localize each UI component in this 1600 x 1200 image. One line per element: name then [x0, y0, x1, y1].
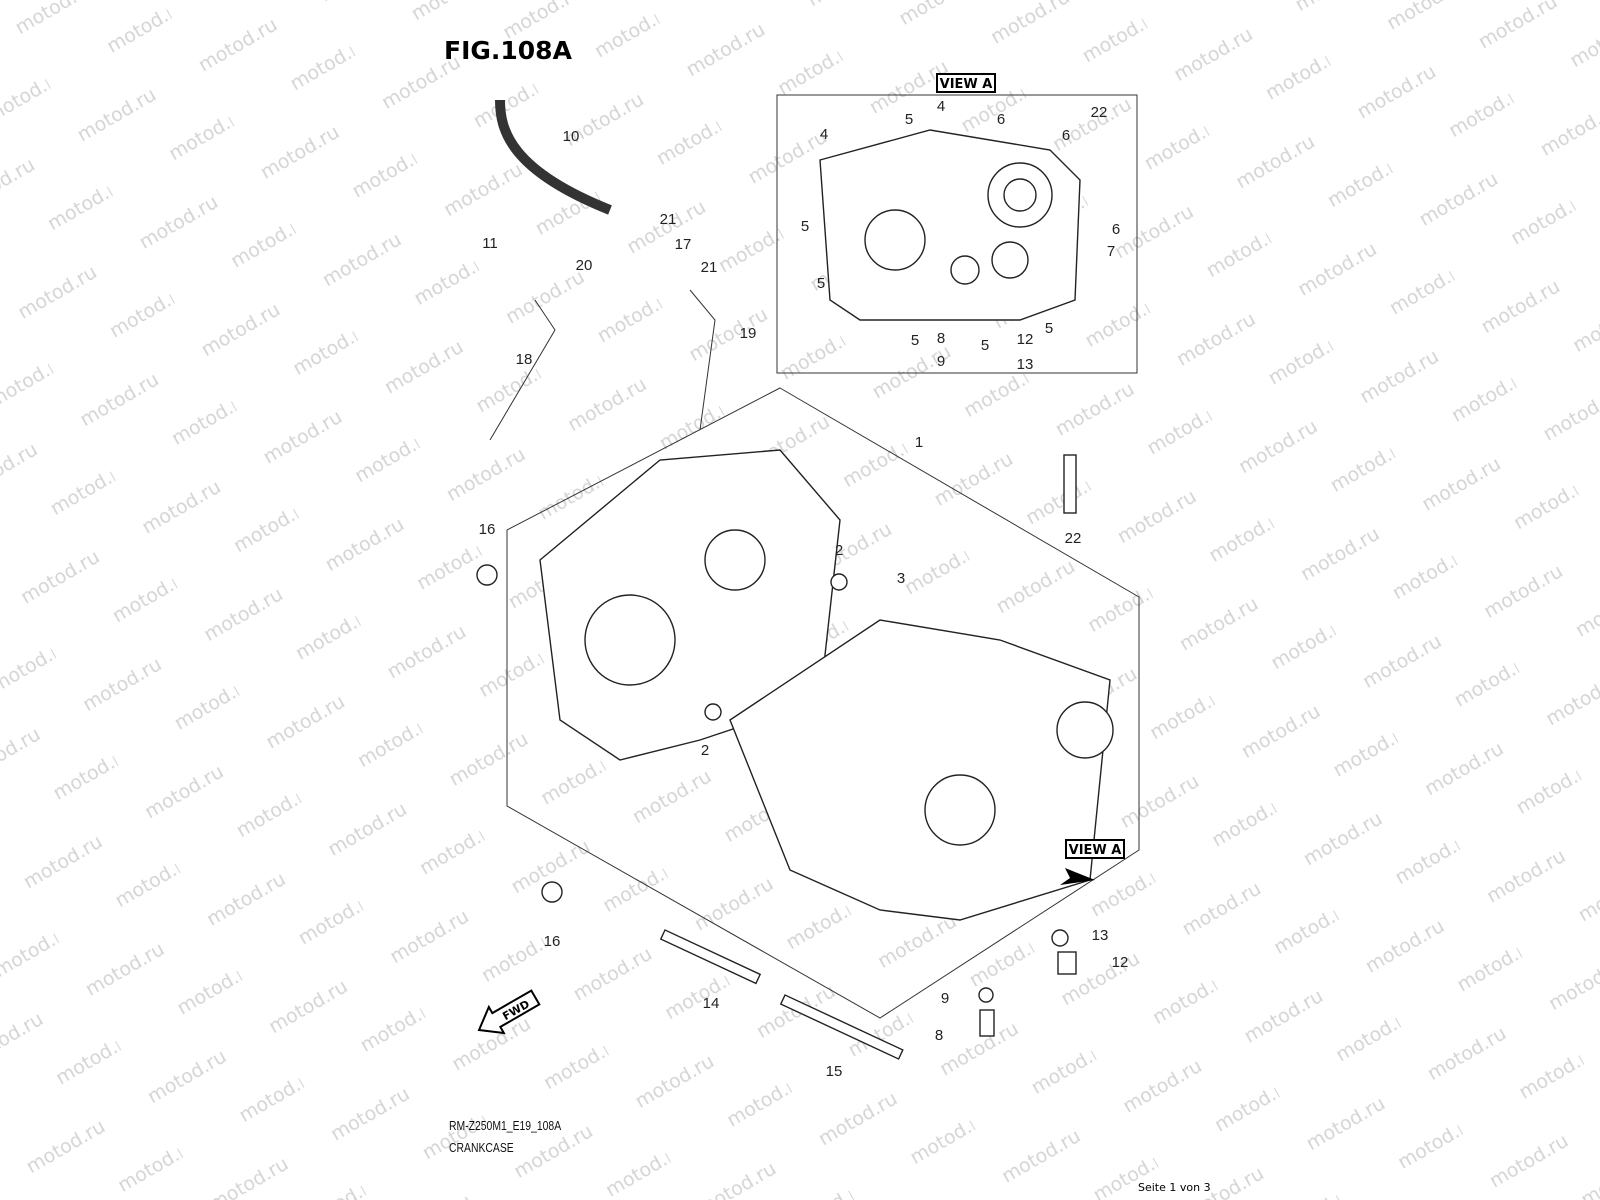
- callout-number: 5: [905, 111, 913, 128]
- callout-number: 5: [1045, 320, 1053, 337]
- callout-number: 16: [544, 933, 561, 950]
- view-a-callout-label: VIEW A: [1069, 843, 1122, 858]
- washer-9: [978, 987, 994, 1003]
- callout-number: 5: [817, 275, 825, 292]
- dowel-16: [541, 881, 563, 903]
- dowel-16: [476, 564, 498, 586]
- callout-number: 12: [1112, 954, 1129, 971]
- bolt-15: [779, 994, 904, 1060]
- breather-hose-10: [495, 99, 612, 215]
- callout-number: 5: [981, 337, 989, 354]
- callout-number: 1: [915, 434, 923, 451]
- callout-number: 21: [660, 211, 677, 228]
- callout-number: 15: [826, 1063, 843, 1080]
- fwd-arrow-icon: FWD: [477, 989, 541, 1035]
- view-a-callout-box: [1065, 839, 1125, 859]
- model-code: RM-Z250M1_E19_108A: [449, 1118, 562, 1133]
- view-a-arrow-icon: [1060, 868, 1095, 885]
- callout-number: 14: [703, 995, 720, 1012]
- callout-number: 9: [941, 990, 949, 1007]
- bearing-bore: [950, 255, 980, 285]
- callout-number: 12: [1017, 331, 1034, 348]
- gasket-13: [1051, 929, 1069, 947]
- right-bearing-bore: [924, 774, 996, 846]
- bearing-bore: [1003, 178, 1037, 212]
- view-a-inset: VIEW A: [776, 73, 1138, 374]
- bearing-bore: [991, 241, 1029, 279]
- left-bearing-bore: [584, 594, 676, 686]
- callout-number: 6: [1062, 127, 1070, 144]
- view-a-frame: [776, 94, 1138, 374]
- dowel-2: [704, 703, 722, 721]
- callout-number: 13: [1092, 927, 1109, 944]
- callout-number: 21: [701, 259, 718, 276]
- callout-number: 3: [897, 570, 905, 587]
- callout-number: 8: [935, 1027, 943, 1044]
- callout-number: 22: [1065, 530, 1082, 547]
- right-bearing-bore: [1056, 701, 1114, 759]
- callout-number: 2: [835, 542, 843, 559]
- callout-number: 6: [997, 111, 1005, 128]
- dowel-2: [830, 573, 848, 591]
- callout-number: 22: [1091, 104, 1108, 121]
- view-a-callouts: 4 5 4 6 22 6 5 6 7 5 5 8 9 5 12 13 5: [801, 98, 1120, 373]
- callout-number: 4: [937, 98, 945, 115]
- figure-name: CRANKCASE: [449, 1140, 514, 1155]
- figure-title: FIG.108A: [444, 36, 572, 65]
- callout-number: 11: [482, 235, 498, 252]
- callout-number: 8: [937, 330, 945, 347]
- crankcase-half-outline: [819, 129, 1081, 321]
- callout-number: 2: [701, 742, 709, 759]
- callout-number: 20: [576, 257, 593, 274]
- callout-number: 7: [1107, 243, 1115, 260]
- callout-number: 17: [675, 236, 692, 253]
- plug-12: [1057, 951, 1077, 975]
- bolt-8: [979, 1009, 995, 1037]
- callout-number: 6: [1112, 221, 1120, 238]
- callout-number: 9: [937, 353, 945, 370]
- callout-number: 19: [740, 325, 757, 342]
- clip-22: [1063, 454, 1077, 514]
- part-1-bracket: [506, 387, 1140, 1019]
- page-indicator: Seite 1 von 3: [1138, 1181, 1211, 1194]
- view-a-label-box: [936, 73, 996, 93]
- view-a-label: VIEW A: [940, 77, 993, 92]
- callout-number: 5: [801, 218, 809, 235]
- bolt-14: [659, 929, 762, 985]
- left-bearing-bore: [704, 529, 766, 591]
- bearing-bore: [864, 209, 926, 271]
- callout-number: 18: [516, 351, 533, 368]
- callout-number: 10: [563, 128, 580, 145]
- callout-number: 5: [911, 332, 919, 349]
- callout-number: 16: [479, 521, 496, 538]
- main-assembly: VIEW A FWD: [476, 99, 1140, 1060]
- callout-number: 13: [1017, 356, 1034, 373]
- breather-hoses: [489, 289, 716, 441]
- callout-number: 4: [820, 126, 828, 143]
